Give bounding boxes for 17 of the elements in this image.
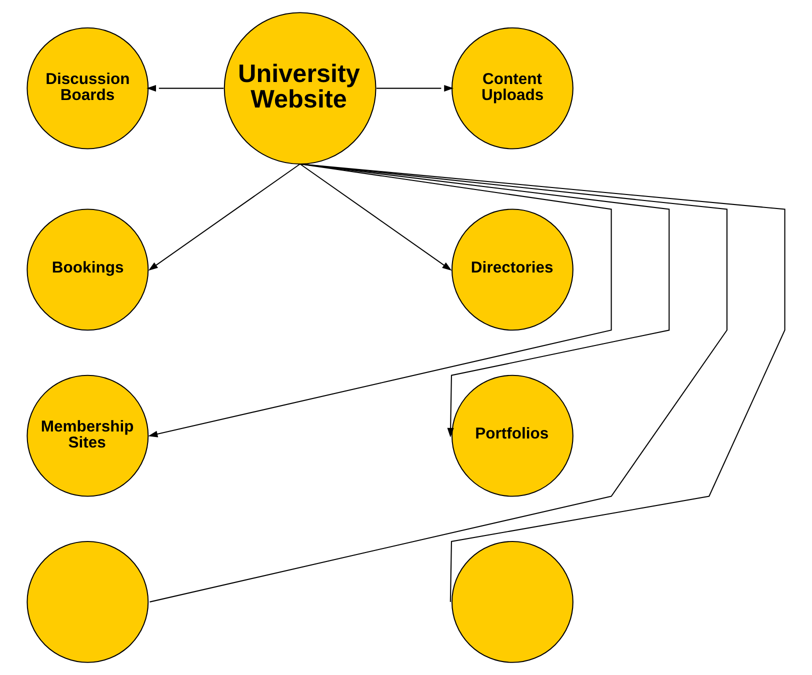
- arrow: [300, 163, 670, 438]
- arrow: [376, 84, 454, 92]
- arrow: [148, 164, 300, 271]
- node-circle: Portfolios: [451, 374, 574, 497]
- arrow: [146, 84, 224, 92]
- node-circle: [26, 540, 149, 663]
- node-circle: Bookings: [26, 208, 149, 331]
- node-circle: Membership Sites: [26, 374, 149, 497]
- arrow: [148, 163, 612, 438]
- node-circle: Discussion Boards: [26, 27, 149, 150]
- node-circle: [451, 540, 574, 663]
- arrow: [300, 164, 452, 271]
- connector: [150, 163, 728, 602]
- connector: [300, 163, 786, 602]
- node-circle: Directories: [451, 208, 574, 331]
- node-circle: University Website: [224, 12, 376, 165]
- node-circle: Content Uploads: [451, 27, 574, 150]
